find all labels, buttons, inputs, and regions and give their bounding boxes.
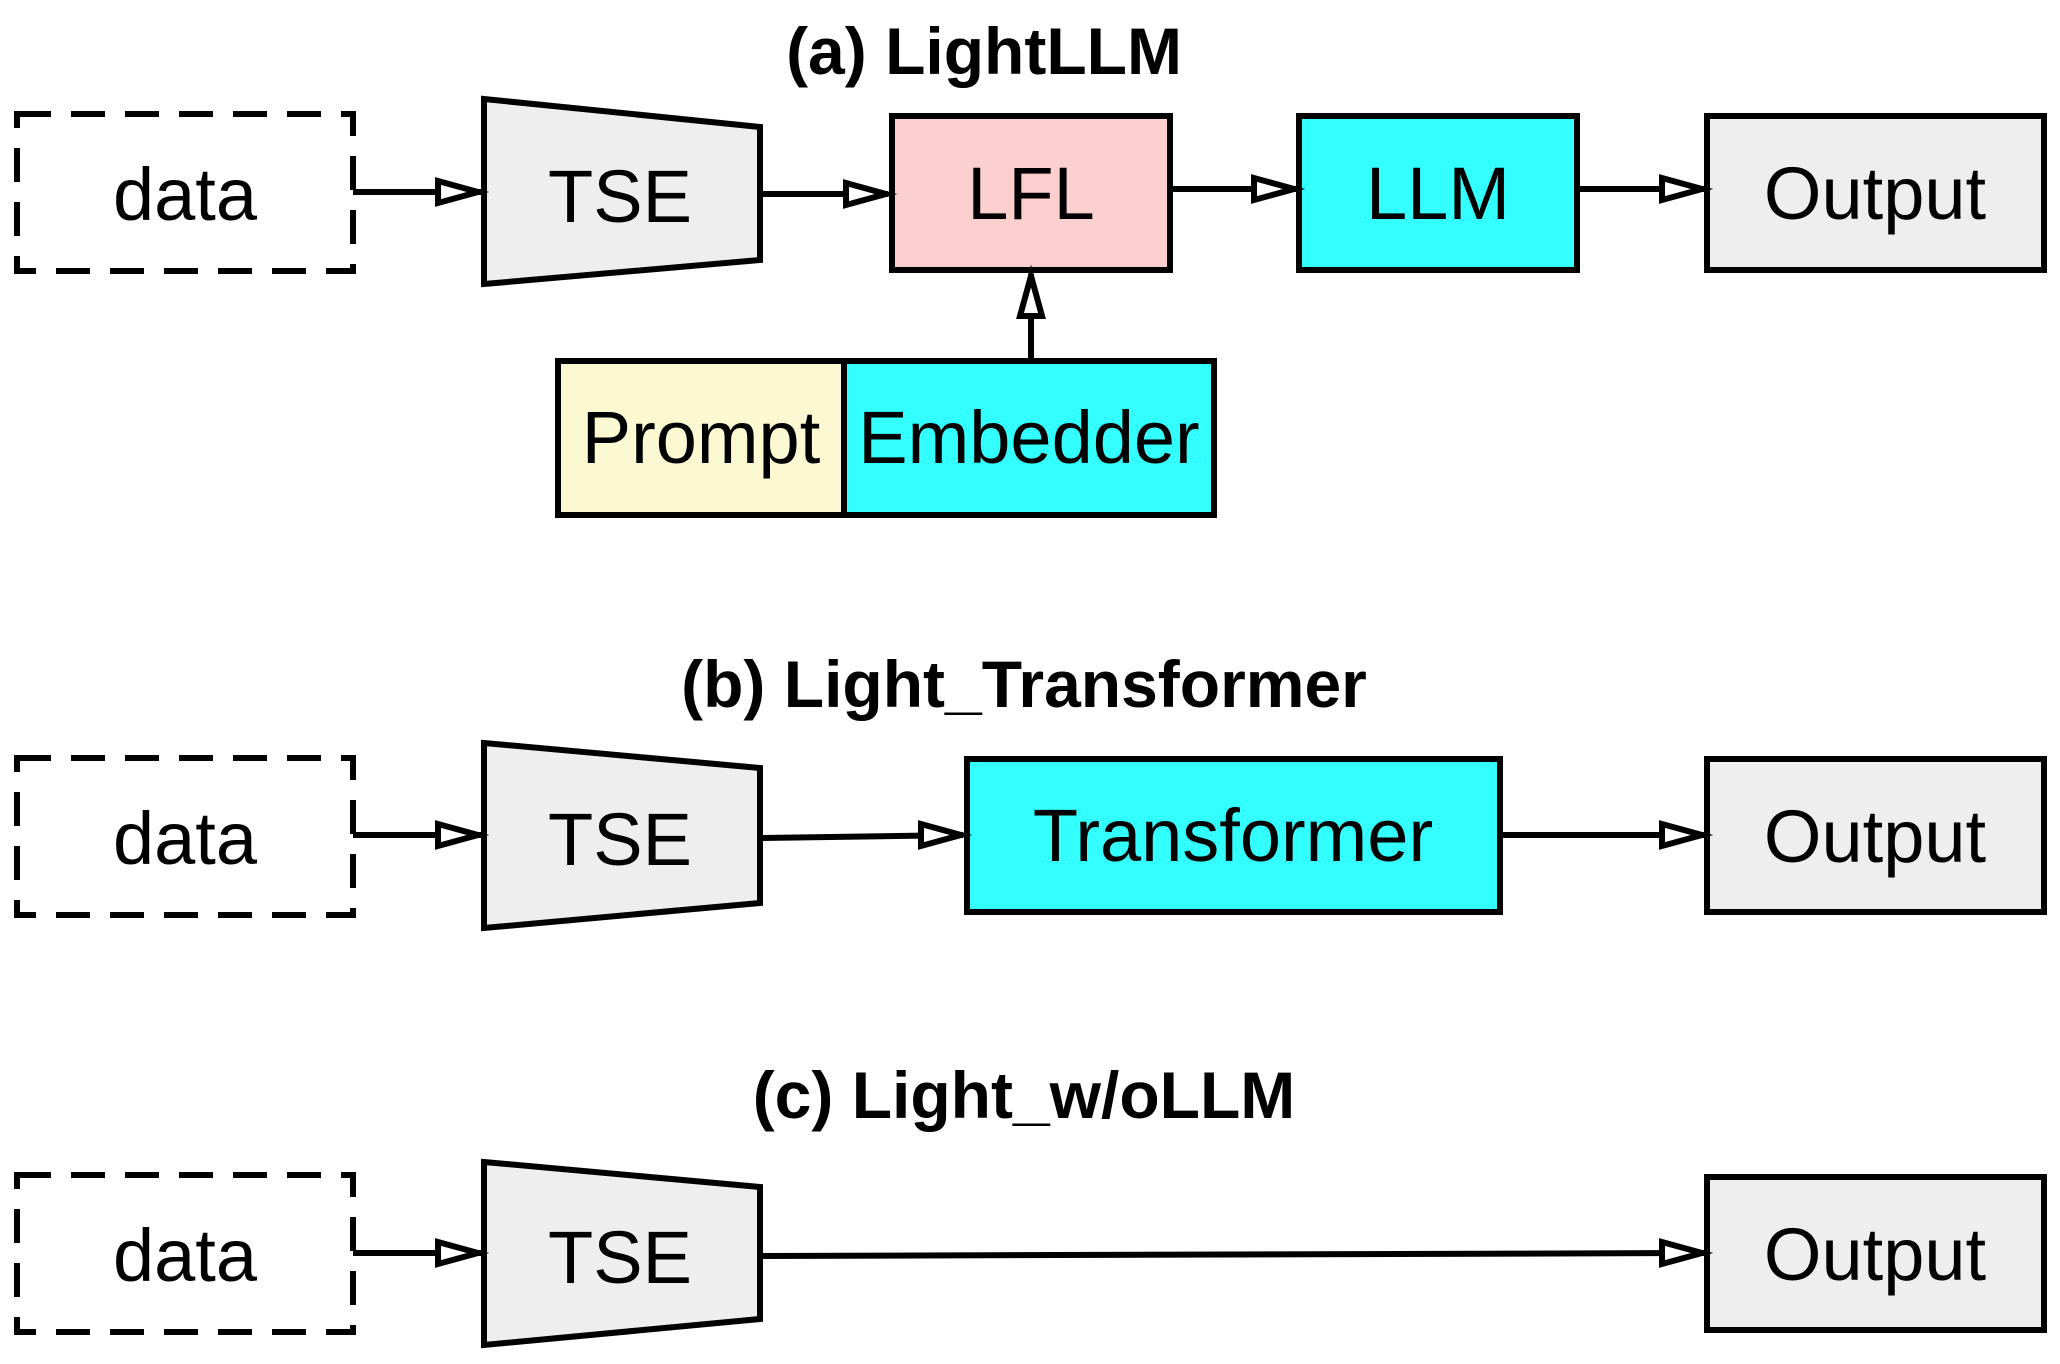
panel-c-data-label: data	[113, 1214, 258, 1297]
panel-a-lfl-label: LFL	[967, 152, 1095, 235]
panel-b-data-box	[14, 755, 356, 918]
panel-b-data-label: data	[113, 797, 258, 880]
panel-a-tse-to-lfl-arrowhead	[843, 179, 898, 209]
panel-a-embedder-label: Embedder	[858, 396, 1199, 479]
panel-c-tse-to-output-arrow	[759, 1250, 1705, 1259]
panel-a: (a) LightLLM data TSE LFL LLM Output Pro…	[14, 14, 2047, 518]
panel-a-lfl-box	[889, 113, 1173, 273]
panel-b-transformer-label: Transformer	[1033, 794, 1433, 877]
panel-a-data-label: data	[113, 153, 258, 236]
panel-c-output-label: Output	[1764, 1213, 1987, 1296]
panel-c-data-box	[14, 1172, 356, 1335]
panel-a-llm-label: LLM	[1366, 152, 1510, 235]
panel-b-tse-label: TSE	[548, 798, 692, 881]
panel-c-output-box	[1704, 1174, 2047, 1333]
panel-a-title: (a) LightLLM	[786, 14, 1182, 88]
panel-b-title: (b) Light_Transformer	[681, 647, 1367, 721]
panel-b: (b) Light_Transformer data TSE Transform…	[14, 647, 2047, 932]
panel-b-output-label: Output	[1764, 795, 1987, 878]
panel-a-output-box	[1704, 113, 2047, 273]
panel-c-title: (c) Light_w/oLLM	[753, 1058, 1296, 1132]
panel-c: (c) Light_w/oLLM data TSE Output	[14, 1058, 2047, 1349]
panel-b-transformer-to-output-arrowhead	[1659, 820, 1714, 850]
panel-c-tse-box	[481, 1158, 763, 1349]
panel-a-prompt-label: Prompt	[582, 396, 821, 479]
panel-a-llm-box	[1296, 113, 1580, 273]
panel-a-embedder-to-lfl-arrowhead	[1016, 264, 1046, 319]
panel-a-data-to-tse-arrowhead	[435, 177, 490, 207]
panel-a-embedder-box	[841, 358, 1217, 518]
panel-a-tse-label: TSE	[548, 155, 692, 238]
panel-c-tse-to-output-arrowhead	[1659, 1238, 1714, 1268]
panel-c-data-to-tse-arrowhead	[435, 1238, 490, 1268]
panel-a-output-label: Output	[1764, 152, 1987, 235]
panel-a-tse-box	[481, 95, 763, 288]
panel-a-data-box	[14, 111, 356, 274]
panel-a-llm-to-output-arrowhead	[1659, 174, 1714, 204]
panel-b-transformer-box	[964, 756, 1503, 915]
panel-b-tse-box	[481, 739, 763, 932]
panel-b-data-to-tse-arrowhead	[435, 820, 490, 850]
panel-a-lfl-to-llm-arrowhead	[1251, 174, 1306, 204]
panel-c-tse-label: TSE	[548, 1216, 692, 1299]
panel-b-tse-to-transformer-arrowhead	[918, 820, 973, 850]
